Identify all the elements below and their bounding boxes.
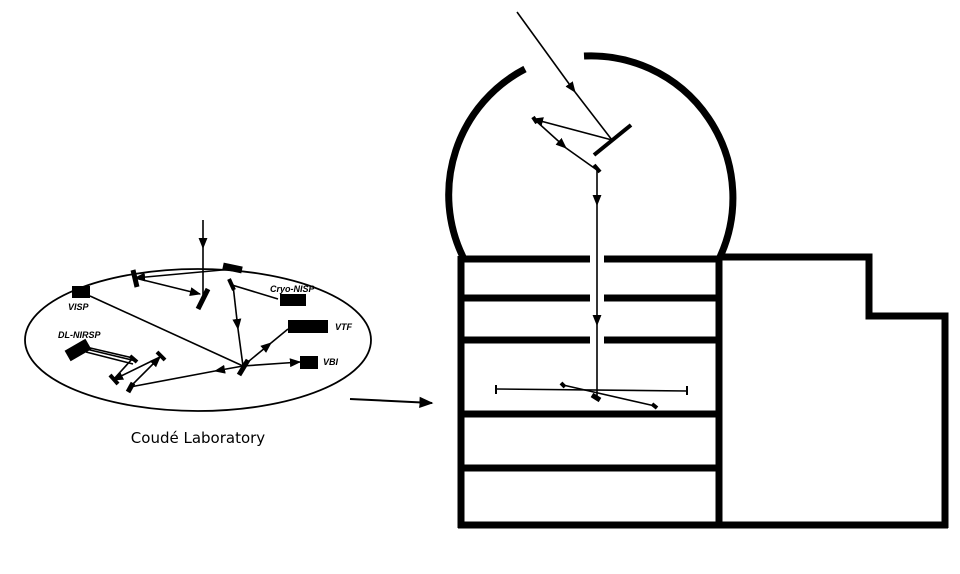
cryo-nisp-instrument bbox=[280, 294, 306, 306]
vtf-instrument bbox=[288, 320, 328, 333]
dome-left-arc bbox=[445, 65, 527, 259]
dl-nirsp-instrument bbox=[64, 338, 92, 362]
primary-mirror bbox=[592, 123, 633, 157]
vtf-label: VTF bbox=[335, 322, 353, 332]
cryo-nisp-label: Cryo-NISP bbox=[270, 284, 316, 294]
transfer-arrow bbox=[349, 396, 434, 408]
telescope-building bbox=[445, 52, 949, 529]
dl-nirsp-label: DL-NIRSP bbox=[58, 330, 101, 340]
visp-label: VISP bbox=[68, 302, 90, 312]
annex-outline bbox=[719, 253, 949, 528]
coude-lab-caption: Coudé Laboratory bbox=[131, 429, 266, 447]
dome-right-arc bbox=[583, 52, 737, 259]
telescope-optical-path bbox=[495, 11, 688, 410]
visp-instrument bbox=[72, 286, 90, 298]
tertiary-mirror bbox=[592, 163, 602, 174]
vbi-instrument bbox=[300, 356, 318, 369]
coude-laboratory: VISP Cryo-NISP VTF DL-NIRSP VBI Coudé La… bbox=[24, 220, 372, 447]
vbi-label: VBI bbox=[323, 357, 339, 367]
coude-lab-outline bbox=[24, 268, 372, 412]
